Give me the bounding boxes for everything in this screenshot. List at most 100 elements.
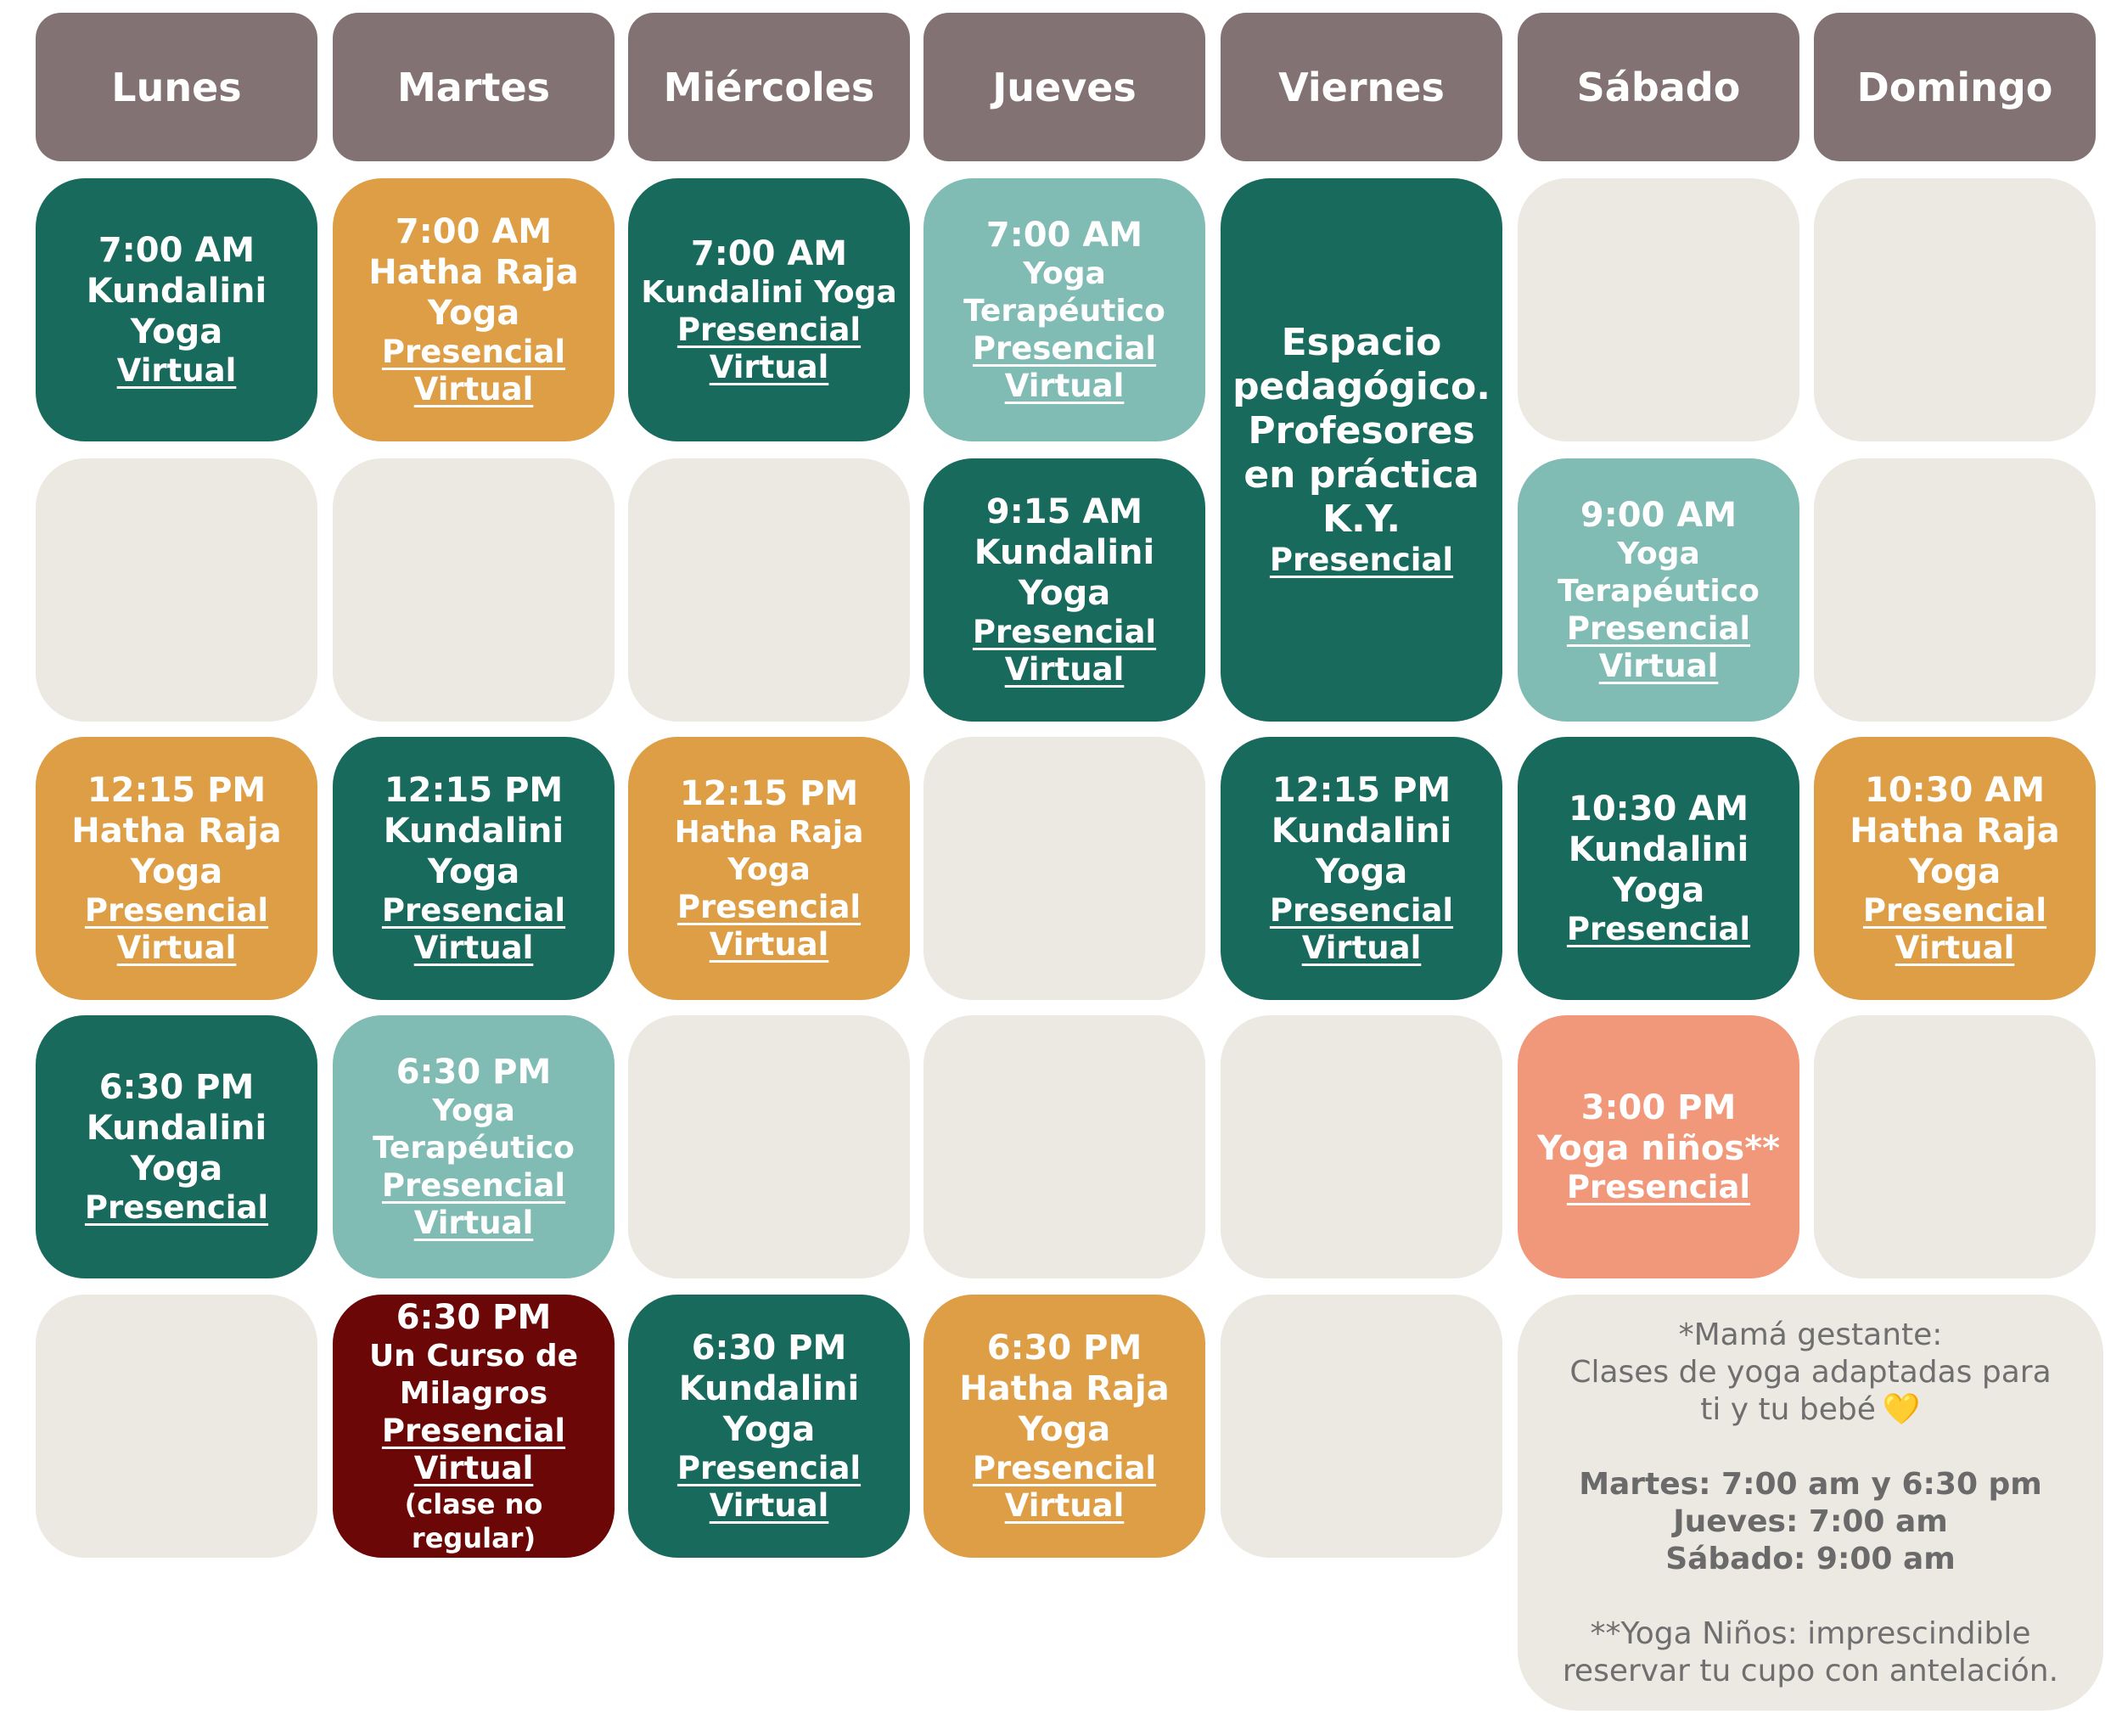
class-mode-link[interactable]: Presencial	[972, 614, 1157, 650]
class-mode-link[interactable]: Virtual	[709, 926, 829, 963]
class-mode-link[interactable]: Virtual	[413, 371, 534, 407]
class-mode-link[interactable]: Virtual	[413, 930, 534, 966]
class-title: Yoga	[1612, 871, 1705, 910]
class-mode-link[interactable]: Virtual	[1004, 1487, 1125, 1524]
class-mode-link[interactable]: Virtual	[1895, 930, 2015, 966]
class-mode-link[interactable]: Virtual	[1004, 368, 1125, 404]
empty-slot	[1814, 1015, 2096, 1278]
class-title: Hatha Raja	[959, 1369, 1170, 1408]
class-title: Kundalini	[383, 812, 564, 851]
class-title: Kundalini	[974, 533, 1155, 572]
class-time: 7:00 AM	[985, 216, 1143, 255]
class-title: Hatha Raja	[368, 253, 579, 292]
day-header-3: Jueves	[923, 13, 1205, 161]
class-title: Kundalini	[1271, 812, 1452, 851]
class-title: Un Curso de	[368, 1339, 579, 1374]
empty-slot	[333, 458, 615, 722]
class-title: Yoga	[727, 852, 811, 887]
class-title: Yoga	[1023, 256, 1106, 291]
class-time: 7:00 AM	[690, 234, 848, 273]
class-mode-link[interactable]: Presencial	[676, 889, 862, 925]
info-text-part: ti y tu bebé	[1700, 1392, 1876, 1427]
class-title: Yoga	[1617, 537, 1700, 571]
class-mode-link[interactable]: Virtual	[1004, 651, 1125, 688]
class-mode-link[interactable]: Presencial	[381, 1413, 566, 1449]
class-mode-link[interactable]: Presencial	[1269, 892, 1454, 929]
class-mode-link[interactable]: Presencial	[1566, 911, 1751, 947]
class-mode-link[interactable]: Presencial	[676, 1450, 862, 1486]
class-mode-link[interactable]: Presencial	[676, 312, 862, 348]
class-title: Profesores	[1248, 409, 1475, 452]
empty-slot	[36, 458, 317, 722]
class-title: Yoga	[1018, 574, 1111, 613]
empty-slot	[923, 1015, 1205, 1278]
class-mode-link[interactable]: Presencial	[381, 892, 566, 929]
class-mode-link[interactable]: Presencial	[1269, 542, 1454, 578]
heart-icon: 💛	[1882, 1392, 1921, 1427]
class-title: Yoga	[427, 852, 520, 891]
info-schedule-jueves: Jueves: 7:00 am	[1673, 1504, 1948, 1539]
day-header-1: Martes	[333, 13, 615, 161]
day-header-0: Lunes	[36, 13, 317, 161]
class-mode-link[interactable]: Presencial	[972, 1450, 1157, 1486]
class-mode-link[interactable]: Presencial	[972, 330, 1157, 367]
class-mode-link[interactable]: Presencial	[1862, 892, 2047, 929]
empty-slot	[36, 1295, 317, 1558]
class-title: K.Y.	[1322, 497, 1401, 541]
class-time: 6:30 PM	[396, 1298, 552, 1337]
empty-slot	[628, 1015, 910, 1278]
class-mode-link[interactable]: Presencial	[1566, 1169, 1751, 1205]
info-text: ti y tu bebé💛	[1538, 1391, 2083, 1429]
class-time: 7:00 AM	[98, 231, 255, 270]
class-time: 9:15 AM	[985, 492, 1143, 531]
class-title: Yoga	[1908, 852, 2001, 891]
class-title: Hatha Raja	[1850, 812, 2060, 851]
class-title: Milagros	[399, 1376, 548, 1411]
class-mode-link[interactable]: Virtual	[709, 1487, 829, 1524]
class-time: 12:15 PM	[679, 774, 859, 813]
class-title: Yoga	[722, 1410, 816, 1449]
class-mode-link[interactable]: Virtual	[413, 1205, 534, 1241]
class-mode-link[interactable]: Presencial	[381, 1167, 566, 1204]
class-title: Yoga	[130, 852, 223, 891]
empty-slot	[1814, 458, 2096, 722]
class-title: Yoga	[130, 312, 223, 351]
class-mode-link[interactable]: Virtual	[1598, 648, 1719, 684]
class-title: Kundalini	[86, 1109, 267, 1148]
class-title: Yoga	[1018, 1410, 1111, 1449]
class-mode-link[interactable]: Presencial	[381, 334, 566, 370]
class-time: 3:00 PM	[1580, 1088, 1737, 1127]
class-mode-link[interactable]: Virtual	[1301, 930, 1422, 966]
class-time: 6:30 PM	[691, 1329, 847, 1368]
class-time: 6:30 PM	[986, 1329, 1142, 1368]
class-title: pedagógico.	[1232, 365, 1490, 408]
class-mode-link[interactable]: Virtual	[413, 1450, 534, 1486]
class-mode-link[interactable]: Presencial	[84, 1189, 269, 1226]
class-mode-link[interactable]: Presencial	[1566, 610, 1751, 647]
class-mode-link[interactable]: Virtual	[709, 349, 829, 385]
class-mode-link[interactable]: Virtual	[116, 930, 237, 966]
class-title: Kundalini	[86, 272, 267, 311]
class-mode-link[interactable]: Virtual	[116, 352, 237, 389]
class-note: (clase no regular)	[404, 1488, 543, 1554]
class-title: Kundalini	[1568, 830, 1749, 869]
info-panel: *Mamá gestante: Clases de yoga adaptadas…	[1518, 1295, 2103, 1711]
class-time: 6:30 PM	[98, 1068, 255, 1107]
class-mode-link[interactable]: Presencial	[84, 892, 269, 929]
class-time: 12:15 PM	[87, 771, 267, 810]
day-header-6: Domingo	[1814, 13, 2096, 161]
class-time: 10:30 AM	[1864, 771, 2045, 810]
